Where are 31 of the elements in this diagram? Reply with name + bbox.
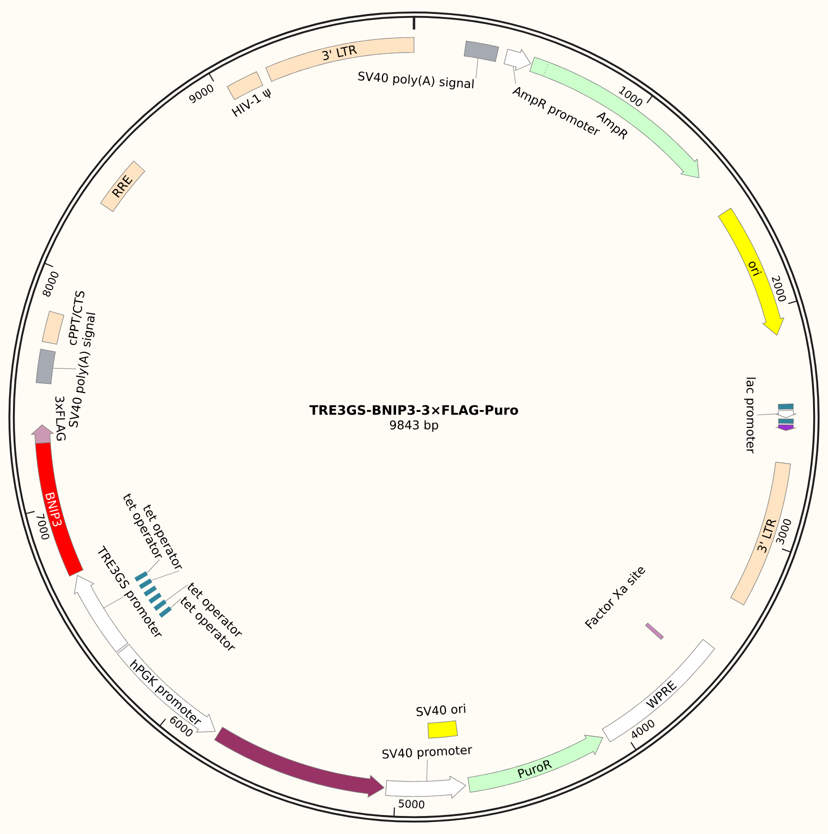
operator-bar: [148, 592, 162, 604]
leader-line: [165, 584, 188, 602]
operator-bar: [134, 571, 148, 582]
feature-segment: [774, 410, 798, 418]
tick-label: 5000: [398, 800, 424, 808]
feature-segment: [385, 776, 466, 799]
leader-line: [756, 414, 779, 416]
leader-line: [170, 598, 182, 608]
operator-bar: [138, 578, 152, 590]
leader-line: [512, 66, 516, 84]
leader-line: [476, 58, 478, 79]
feature-box: [464, 40, 500, 62]
tick-label: 3000: [776, 519, 791, 545]
leader-line: [146, 559, 160, 574]
feature-label: 3xFLAG: [55, 396, 66, 441]
leader-line: [52, 368, 77, 370]
feature-box: [778, 418, 794, 424]
leader-line: [426, 759, 428, 782]
size-label: 9843 bp: [390, 420, 438, 432]
feature-label: SV40 ori: [416, 704, 466, 716]
tick-label: 8000: [42, 272, 58, 297]
leader-line: [150, 570, 180, 581]
feature-label: lac promoter: [744, 378, 756, 454]
feature-box: [778, 403, 794, 410]
tick-label: 2000: [772, 276, 786, 302]
feature-segment: [504, 48, 532, 72]
feature-box: [36, 348, 56, 384]
leader-line: [103, 596, 124, 608]
feature-segment: [774, 424, 798, 431]
map-title: TRE3GS-BNIP3-3×FLAG-Puro: [309, 405, 518, 415]
feature-label: cPPT/CTS: [68, 290, 84, 346]
